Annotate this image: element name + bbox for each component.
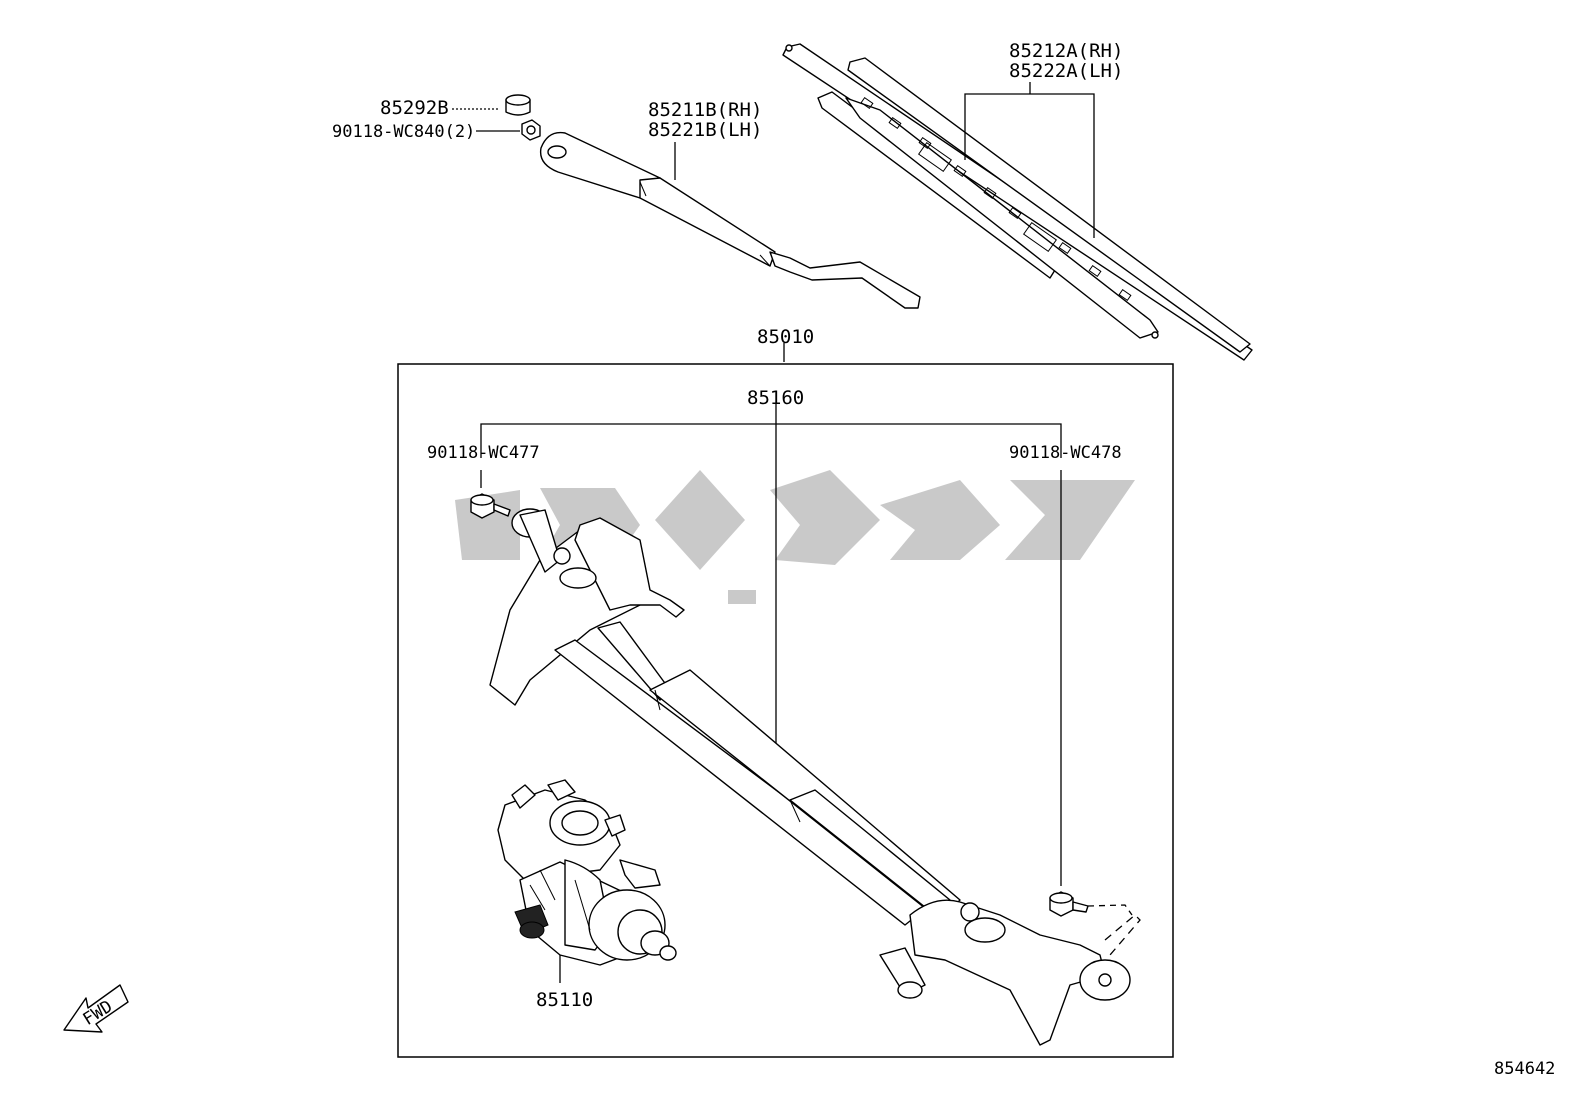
wiper-blade[interactable] (782, 43, 1253, 361)
wiper-motor[interactable] (497, 779, 677, 966)
cap-part[interactable] (505, 94, 531, 116)
label-assembly: 85010 (757, 326, 814, 348)
label-motor: 85110 (536, 989, 593, 1011)
fwd-arrow: FWD (63, 984, 129, 1033)
label-nut: 90118-WC840(2) (332, 122, 475, 142)
watermark-logo (455, 470, 1135, 604)
label-link: 85160 (747, 387, 804, 409)
label-blade-lh: 85222A(LH) (1009, 60, 1123, 82)
assembly-frame (397, 363, 1174, 1058)
label-arm-rh: 85211B(RH) (648, 99, 762, 121)
label-arm-lh: 85221B(LH) (648, 119, 762, 141)
leader-lines (452, 82, 1095, 983)
label-cap: 85292B (380, 97, 449, 119)
label-bolt-right: 90118-WC478 (1009, 443, 1122, 463)
nut-part[interactable] (521, 119, 541, 141)
label-blade-rh: 85212A(RH) (1009, 40, 1123, 62)
bolt-left[interactable] (470, 493, 511, 519)
label-bolt-left: 90118-WC477 (427, 443, 540, 463)
bolt-right[interactable] (1049, 891, 1133, 917)
wiper-link-assembly[interactable] (489, 508, 1141, 1046)
illustration-id: 854642 (1494, 1059, 1555, 1079)
wiper-arm[interactable] (539, 131, 921, 309)
